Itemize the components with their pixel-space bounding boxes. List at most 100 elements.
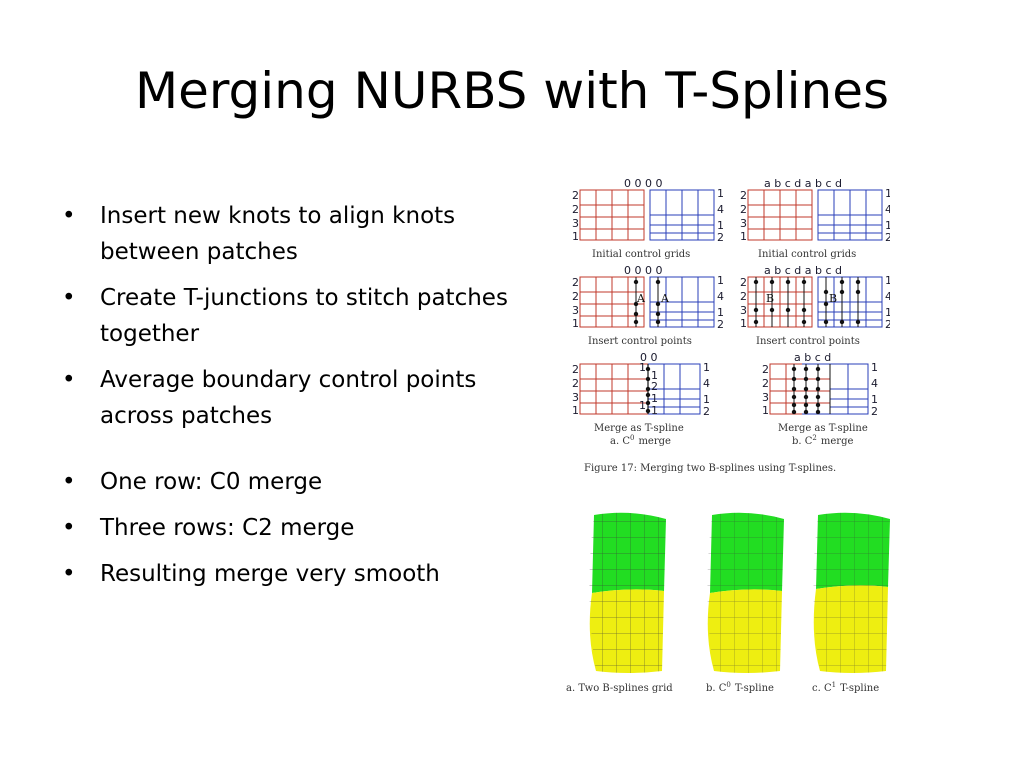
label-a: A: [660, 292, 670, 305]
row-weight: 2: [740, 276, 747, 289]
bullet-icon: •: [62, 285, 76, 311]
grid-caption: Insert control points: [588, 336, 692, 347]
blue-control-grid: [648, 363, 701, 415]
row-weight: 4: [717, 203, 724, 216]
blue-control-grid: [817, 276, 883, 328]
row-weight: 1: [717, 187, 724, 200]
label-a: A: [636, 292, 646, 305]
red-control-grid: [579, 363, 648, 415]
bullet-item: •Average boundary control points across …: [60, 362, 510, 434]
knot-labels: a b c d a b c d: [764, 177, 842, 190]
row-weight: 2: [717, 318, 724, 331]
row-weight: 2: [740, 290, 747, 303]
inserted-control-points: [633, 279, 661, 325]
row-weight: 1: [717, 274, 724, 287]
merged-grid-c0: 0 0 1 1 2 1 1 1 2 2 3 1 1 4 1 2 Merge as…: [572, 351, 710, 447]
row-weight: 2: [717, 231, 724, 244]
row-weight: 1: [740, 230, 747, 243]
figure-caption: Figure 17: Merging two B-splines using T…: [584, 463, 836, 474]
merged-boundary-points: [791, 366, 821, 415]
row-weight: 1: [717, 306, 724, 319]
bullet-item: • Insert new knots to align knots between…: [60, 198, 510, 270]
grid-pair-initial-letters: a b c d a b c d 2 2 3 1 1 4 1 2 Initial …: [740, 177, 890, 260]
bullet-item: • Resulting merge very smooth: [60, 556, 510, 592]
row-weight: 4: [703, 377, 710, 390]
row-weight: 1: [703, 393, 710, 406]
row-weight: 3: [740, 217, 747, 230]
bullet-icon: •: [62, 367, 76, 393]
surface-two-bspline-grid: a. Two B-splines grid: [566, 512, 673, 694]
row-weight: 1: [651, 404, 658, 417]
label-b: B: [829, 292, 837, 305]
bullet-text: Create T-junctions to stitch patches tog…: [100, 285, 508, 347]
row-weight: 2: [762, 363, 769, 376]
grid-caption: Initial control grids: [758, 249, 856, 260]
row-weight: 2: [885, 318, 890, 331]
row-weight: 1: [885, 274, 890, 287]
bullet-text: Insert new knots to align knots between …: [100, 203, 456, 265]
row-weight: 1: [651, 369, 658, 382]
row-weight: 1: [572, 230, 579, 243]
grid-pair-insert-zero: 0 0 0 0 A A 2 2 3 1 1 4 1 2 Insert contr…: [572, 264, 724, 347]
row-weight: 2: [740, 189, 747, 202]
bullet-icon: •: [62, 561, 76, 587]
knot-labels: a b c d: [794, 351, 831, 364]
knot-labels: 0 0: [640, 351, 658, 364]
row-weight: 2: [572, 189, 579, 202]
slide-title: Merging NURBS with T-Splines: [134, 62, 890, 120]
row-weight: 4: [871, 377, 878, 390]
row-weight: 1: [651, 392, 658, 405]
grid-caption: Initial control grids: [592, 249, 690, 260]
row-weight: 4: [717, 290, 724, 303]
row-weight: 2: [871, 405, 878, 418]
surface-caption: a. Two B-splines grid: [566, 683, 673, 694]
grid-caption: Merge as T-spline: [778, 423, 868, 434]
row-weight: 2: [740, 203, 747, 216]
row-weight: 3: [740, 304, 747, 317]
knot-labels: a b c d a b c d: [764, 264, 842, 277]
row-weight: 1: [639, 399, 646, 412]
row-weight: 1: [703, 361, 710, 374]
bullet-icon: •: [62, 515, 76, 541]
row-weight: 2: [703, 405, 710, 418]
row-weight: 2: [572, 276, 579, 289]
bullet-item: • One row: C0 merge: [60, 464, 510, 500]
row-weight: 1: [572, 404, 579, 417]
bullet-icon: •: [62, 203, 76, 229]
row-weight: 1: [717, 219, 724, 232]
figure-17-control-grids: 0 0 0 0 2 2 3 1 1 4 1 2 Initial control …: [572, 177, 890, 474]
row-weight: 3: [572, 304, 579, 317]
row-weight: 1: [572, 317, 579, 330]
blue-control-grid: [817, 189, 883, 241]
row-weight: 1: [885, 187, 890, 200]
row-weight: 1: [639, 361, 646, 374]
merged-boundary-points: [645, 366, 651, 414]
row-weight: 2: [572, 377, 579, 390]
bullet-icon: •: [62, 469, 76, 495]
grid-pair-insert-letters: a b c d a b c d B B 2 2 3 1: [740, 264, 890, 347]
red-control-grid: [579, 189, 645, 241]
row-weight: 2: [885, 231, 890, 244]
knot-labels: 0 0 0 0: [624, 264, 662, 277]
blue-control-grid: [649, 189, 715, 241]
row-weight: 1: [871, 393, 878, 406]
label-b: B: [766, 292, 774, 305]
row-weight: 2: [572, 363, 579, 376]
row-weight: 3: [762, 391, 769, 404]
bullet-list: • Insert new knots to align knots between…: [60, 198, 510, 592]
red-control-grid: [747, 276, 813, 328]
bullet-text: One row: C0 merge: [100, 469, 323, 495]
red-control-grid: [579, 276, 645, 328]
blue-control-grid: [649, 276, 715, 328]
grid-caption: Insert control points: [756, 336, 860, 347]
bullet-text: Resulting merge very smooth: [100, 561, 440, 587]
row-weight: 3: [572, 391, 579, 404]
bullet-item: •Three rows: C2 merge: [60, 510, 510, 546]
grid-pair-initial-zero: 0 0 0 0 2 2 3 1 1 4 1 2 Initial control …: [572, 177, 724, 260]
